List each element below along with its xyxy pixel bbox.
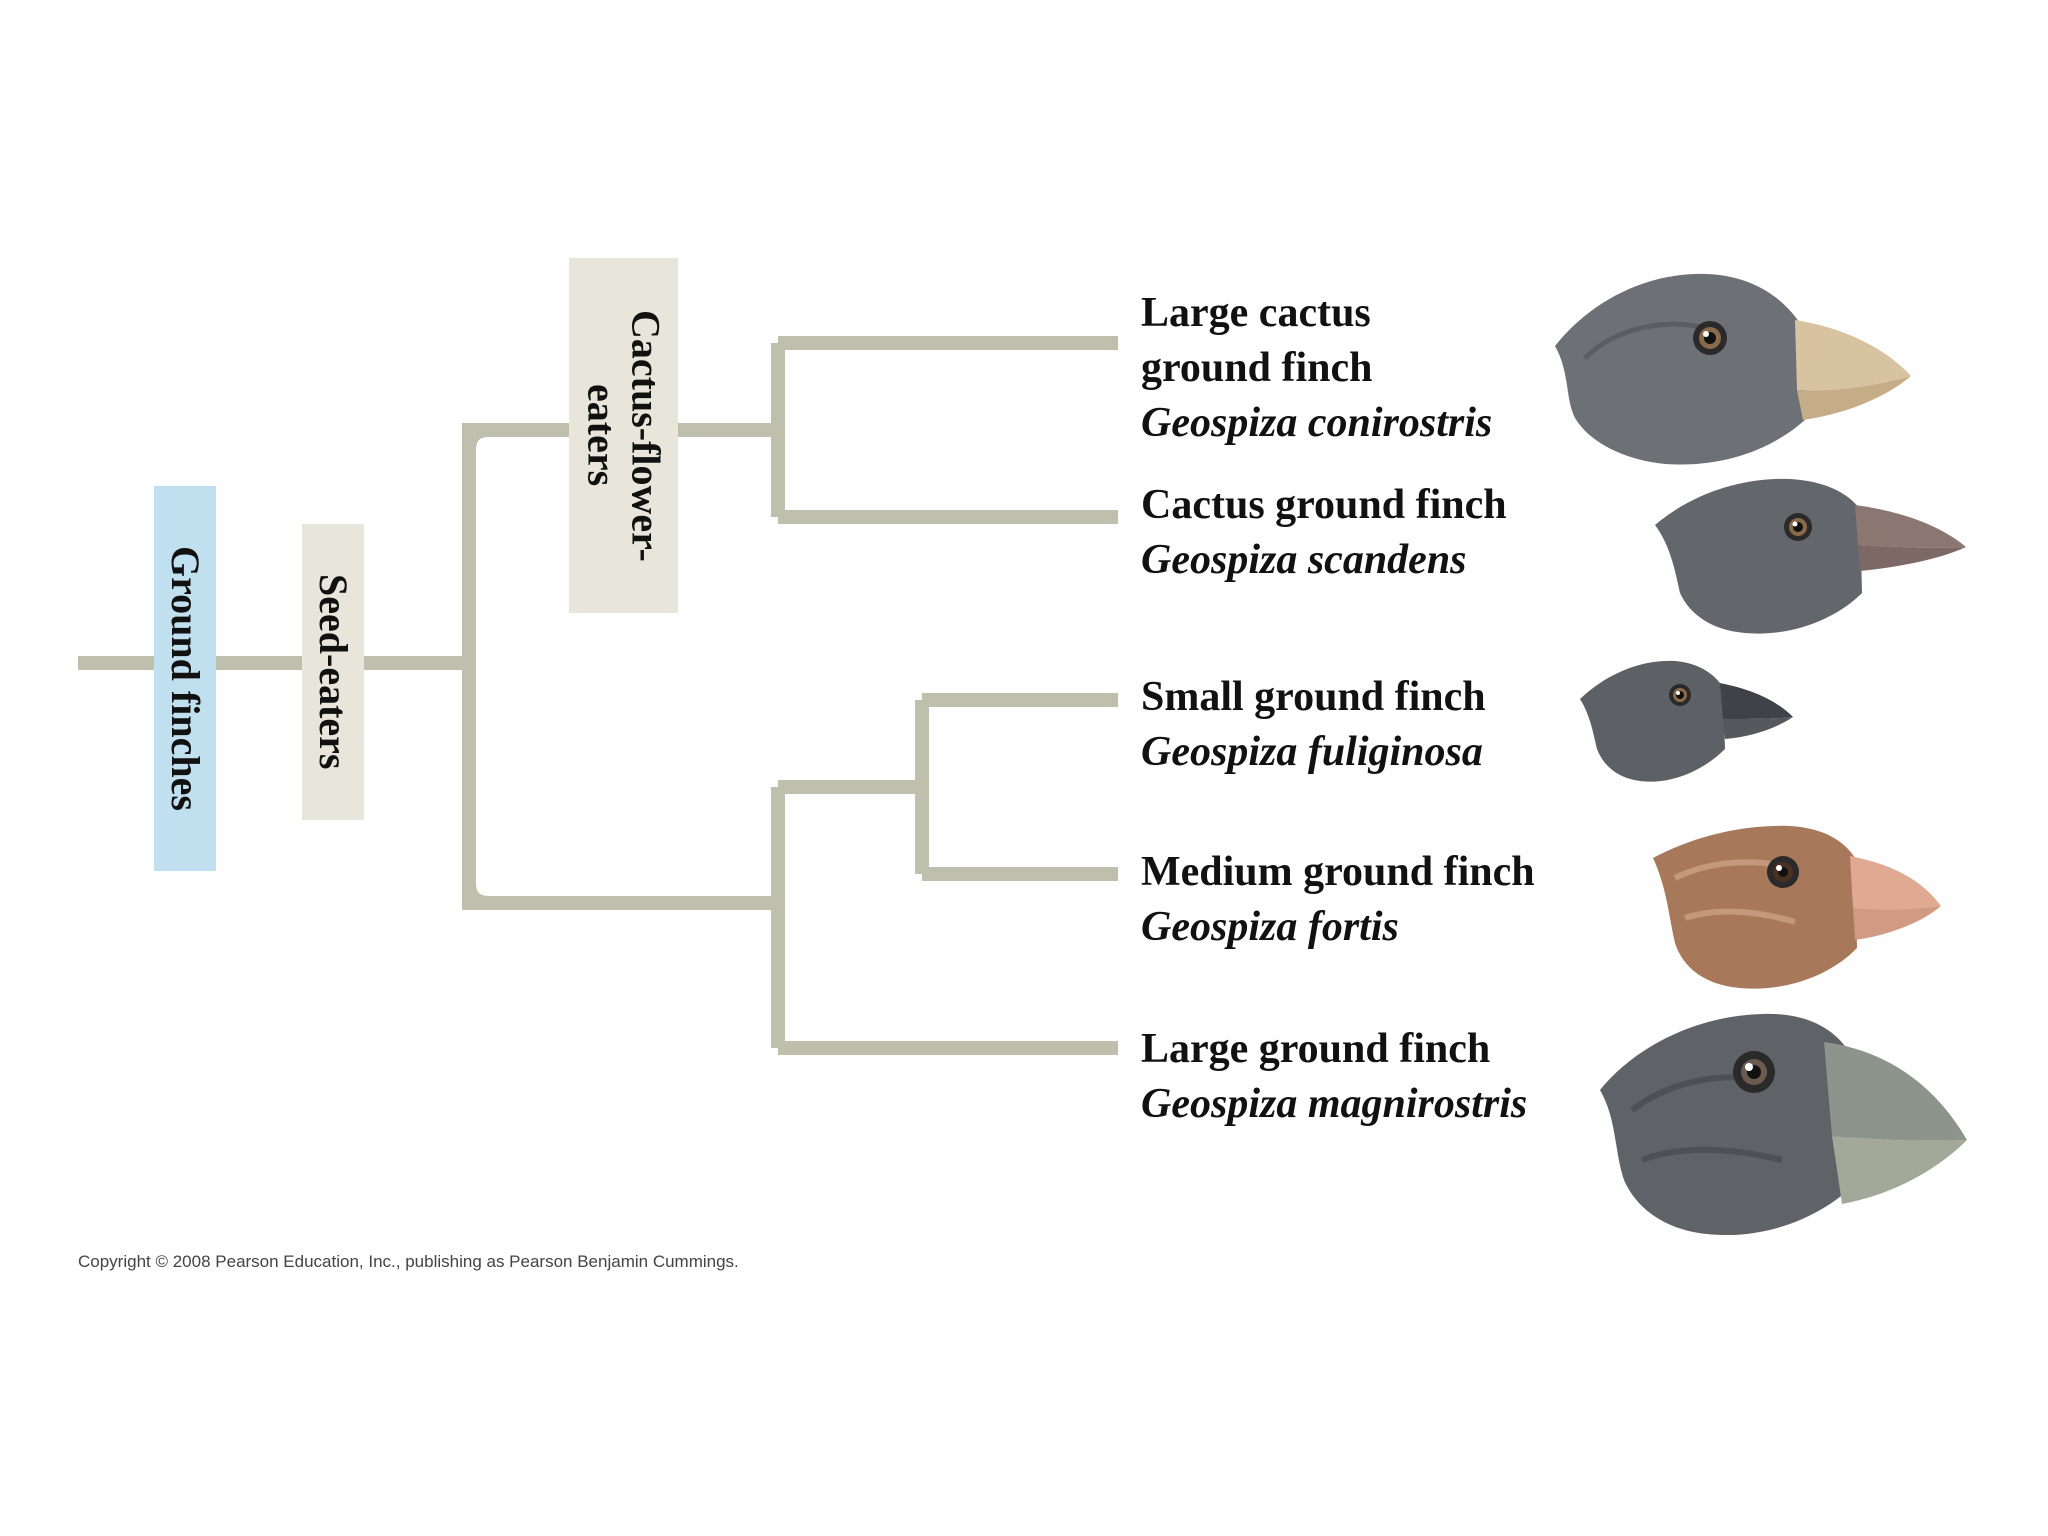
species-scientific-name: Geospiza fortis — [1141, 904, 1399, 950]
copyright-notice: Copyright © 2008 Pearson Education, Inc.… — [78, 1252, 739, 1271]
seed-eaters-label: Seed-eaters — [311, 574, 356, 770]
species-label-medium-ground-finch: Medium ground finch Geospiza fortis — [1141, 845, 1535, 955]
species-scientific-name: Geospiza magnirostris — [1141, 1081, 1528, 1127]
large-ground-finch-head-image — [1592, 1010, 1972, 1240]
species-label-large-cactus-ground-finch: Large cactus ground finch Geospiza conir… — [1141, 286, 1492, 451]
species-label-large-ground-finch: Large ground finch Geospiza magnirostris — [1141, 1022, 1527, 1132]
species-scientific-name: Geospiza fuliginosa — [1141, 729, 1483, 775]
species-common-name: Large ground finch — [1141, 1026, 1491, 1072]
species-label-small-ground-finch: Small ground finch Geospiza fuliginosa — [1141, 670, 1486, 780]
species-common-name: Large cactus ground finch — [1141, 290, 1373, 391]
corner-bottom-left — [462, 882, 490, 910]
large-cactus-ground-finch-head-image — [1545, 268, 1915, 468]
species-label-cactus-ground-finch: Cactus ground finch Geospiza scandens — [1141, 478, 1507, 588]
species-scientific-name: Geospiza conirostris — [1141, 400, 1493, 446]
cactus-flower-eaters-label-box: Cactus-flower- eaters — [569, 258, 678, 613]
species-scientific-name: Geospiza scandens — [1141, 537, 1467, 583]
cactus-flower-eaters-label: Cactus-flower- eaters — [579, 309, 669, 562]
ground-finches-label-box: Ground finches — [154, 486, 216, 871]
corner-top-left — [462, 423, 490, 451]
cactus-ground-finch-head-image — [1650, 475, 1970, 640]
small-ground-finch-head-image — [1575, 657, 1795, 787]
seed-eaters-label-box: Seed-eaters — [302, 524, 364, 820]
ground-finches-label: Ground finches — [163, 546, 208, 811]
species-common-name: Small ground finch — [1141, 674, 1486, 720]
medium-ground-finch-head-image — [1645, 818, 1945, 993]
species-common-name: Medium ground finch — [1141, 849, 1535, 895]
species-common-name: Cactus ground finch — [1141, 482, 1507, 528]
